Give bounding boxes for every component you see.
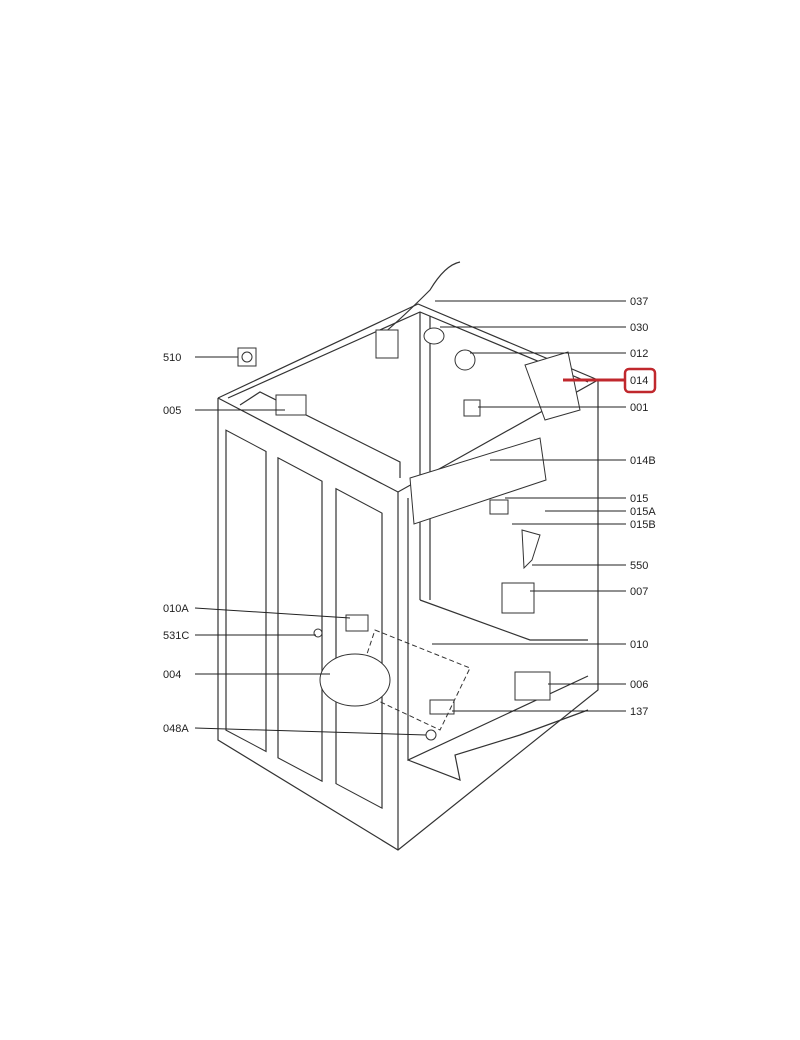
part-550 [521, 529, 541, 570]
labels-right: 037 030 012 014 001 014B 015 015A 015B 5… [630, 296, 656, 718]
label-007: 007 [630, 586, 648, 598]
part-531c [313, 628, 323, 638]
leader-lines [194, 300, 626, 736]
label-531c: 531C [163, 630, 189, 642]
labels-left: 510 005 010A 531C 004 048A [163, 352, 189, 735]
part-005 [275, 394, 307, 416]
label-010: 010 [630, 639, 648, 651]
part-004-motor [319, 653, 391, 707]
label-030: 030 [630, 322, 648, 334]
label-015a: 015A [630, 506, 656, 518]
part-007 [501, 582, 535, 614]
cabinet-frame [217, 303, 599, 851]
label-048a: 048A [163, 723, 189, 735]
label-037: 037 [630, 296, 648, 308]
parts [237, 261, 581, 741]
label-550: 550 [630, 560, 648, 572]
part-001 [463, 399, 481, 417]
part-037 [375, 329, 399, 359]
part-015 [489, 499, 509, 515]
label-004: 004 [163, 669, 181, 681]
part-012-knob [454, 349, 476, 371]
highlight-box-014 [623, 367, 657, 394]
label-510: 510 [163, 352, 181, 364]
label-137: 137 [630, 706, 648, 718]
label-010a: 010A [163, 603, 189, 615]
label-014b: 014B [630, 455, 656, 467]
part-137 [429, 699, 455, 715]
label-005: 005 [163, 405, 181, 417]
label-015: 015 [630, 493, 648, 505]
part-010a [345, 614, 369, 632]
part-014 [524, 351, 581, 421]
label-014: 014 [630, 375, 648, 387]
label-015b: 015B [630, 519, 656, 531]
label-001: 001 [630, 402, 648, 414]
power-cord [375, 261, 461, 341]
part-048a [425, 729, 437, 741]
part-006 [514, 671, 551, 701]
label-012: 012 [630, 348, 648, 360]
part-010-heater-box [354, 629, 471, 731]
label-006: 006 [630, 679, 648, 691]
part-030 [423, 327, 445, 345]
